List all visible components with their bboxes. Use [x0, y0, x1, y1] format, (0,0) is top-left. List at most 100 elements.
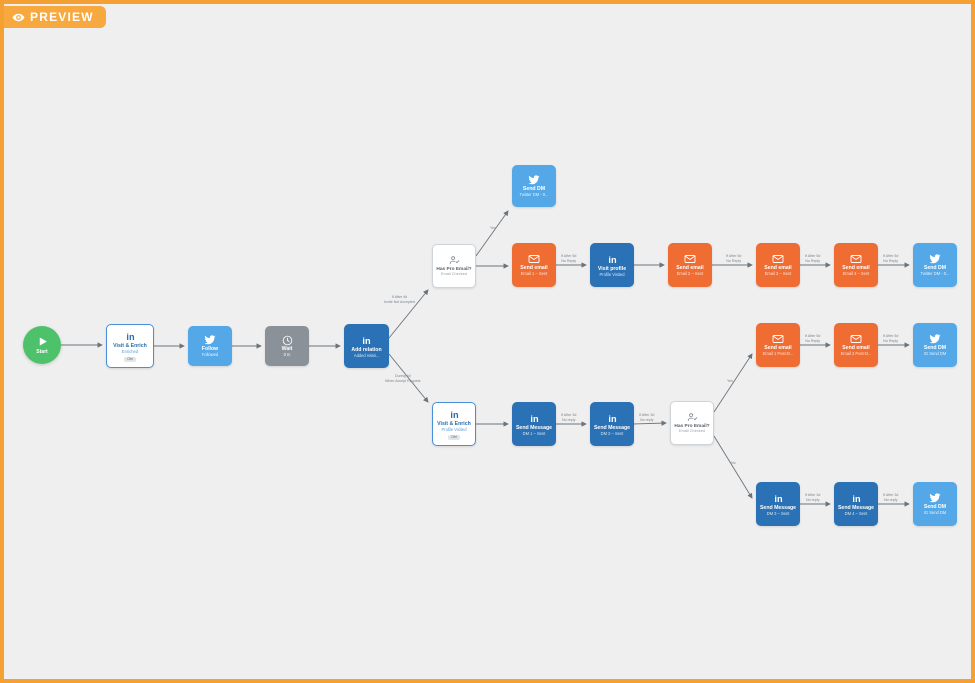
node-subtitle: Twitter DM - 0...	[519, 192, 549, 198]
node-subtitle: Email Checked	[440, 271, 468, 277]
envelope-icon	[528, 253, 540, 265]
node-subtitle: Email 1 Post-D...	[762, 351, 794, 357]
linkedin-icon: in	[606, 412, 619, 425]
node-title: Visit & Enrich	[113, 343, 147, 350]
svg-text:in: in	[852, 493, 861, 503]
node-title: Send DM	[522, 186, 546, 193]
twitter-icon	[528, 174, 540, 186]
workflow-canvas[interactable]: PREVIEW	[4, 4, 971, 679]
node-subtitle: Email 2 – Sent	[676, 271, 704, 277]
envelope-icon	[772, 333, 784, 345]
linkedin-icon: in	[448, 408, 461, 421]
linkedin-icon: in	[360, 334, 373, 347]
node-title: Start	[36, 348, 48, 355]
node-title: Send Message	[515, 424, 553, 431]
node-subtitle: Email 2 Post-D...	[840, 351, 872, 357]
node-subtitle: IG Send DM	[923, 510, 947, 516]
twitter-icon	[929, 492, 941, 504]
twitter-icon	[204, 334, 216, 346]
node-subtitle: Followed	[201, 352, 219, 358]
svg-text:in: in	[530, 413, 539, 423]
node-badge: Obl	[124, 356, 136, 362]
node-cond2[interactable]: Has Pro Email?Email Checked	[670, 401, 714, 445]
node-title: Has Pro Email?	[674, 423, 710, 429]
svg-text:in: in	[126, 332, 135, 342]
linkedin-icon: in	[772, 492, 785, 505]
node-start[interactable]: Start	[23, 326, 61, 364]
node-title: Visit & Enrich	[437, 421, 471, 428]
node-title: Has Pro Email?	[436, 266, 472, 272]
node-title: Send email	[676, 265, 704, 272]
node-title: Wait	[281, 345, 293, 352]
svg-text:in: in	[608, 254, 617, 264]
node-subtitle: Email 4 – Sent	[842, 271, 870, 277]
edge-connectors	[61, 210, 910, 507]
linkedin-icon: in	[850, 492, 863, 505]
node-subtitle: Added relati...	[353, 352, 380, 358]
envelope-icon	[850, 333, 862, 345]
node-title: Send Message	[837, 504, 875, 511]
node-subtitle: Twitter DM - 0...	[920, 271, 950, 277]
svg-text:in: in	[362, 335, 371, 345]
node-title: Send email	[842, 345, 870, 352]
node-title: Add relation	[351, 346, 382, 353]
node-subtitle: Email 1 – Sent	[520, 271, 548, 277]
node-title: Visit profile	[597, 265, 627, 272]
node-subtitle: DM 2 – Sent	[600, 430, 624, 436]
svg-text:in: in	[774, 493, 783, 503]
node-subtitle: Enriched	[121, 349, 139, 355]
node-badge: Obl	[448, 434, 460, 440]
node-subtitle: Profile Visited	[441, 427, 467, 433]
node-title: Send DM	[923, 504, 947, 511]
twitter-icon	[929, 333, 941, 345]
node-subtitle: Email Checked	[678, 428, 706, 434]
node-title: Send DM	[923, 345, 947, 352]
envelope-icon	[684, 253, 696, 265]
envelope-icon	[772, 253, 784, 265]
svg-text:in: in	[450, 410, 459, 420]
node-title: Send email	[764, 265, 792, 272]
node-subtitle: Profile Visited	[599, 271, 625, 277]
node-title: Send email	[842, 265, 870, 272]
node-subtitle: IG Send DM	[923, 351, 947, 357]
node-subtitle: DM 3 – Sent	[766, 510, 790, 516]
node-subtitle: DM 1 – Sent	[522, 430, 546, 436]
node-title: Send email	[520, 265, 548, 272]
node-subtitle: Email 3 – Sent	[764, 271, 792, 277]
twitter-icon	[929, 253, 941, 265]
node-subtitle: DM 4 – Sent	[844, 510, 868, 516]
node-title: Send DM	[923, 265, 947, 272]
node-subtitle: 0 m	[283, 351, 291, 357]
linkedin-icon: in	[528, 412, 541, 425]
clock-icon	[282, 335, 293, 346]
play-icon	[36, 335, 49, 348]
svg-text:in: in	[608, 413, 617, 423]
node-title: Follow	[201, 346, 219, 353]
preview-badge-label: PREVIEW	[30, 10, 94, 24]
node-cond1[interactable]: Has Pro Email?Email Checked	[432, 244, 476, 288]
node-title: Send Message	[759, 504, 797, 511]
linkedin-icon: in	[124, 330, 137, 343]
linkedin-icon: in	[606, 253, 619, 266]
